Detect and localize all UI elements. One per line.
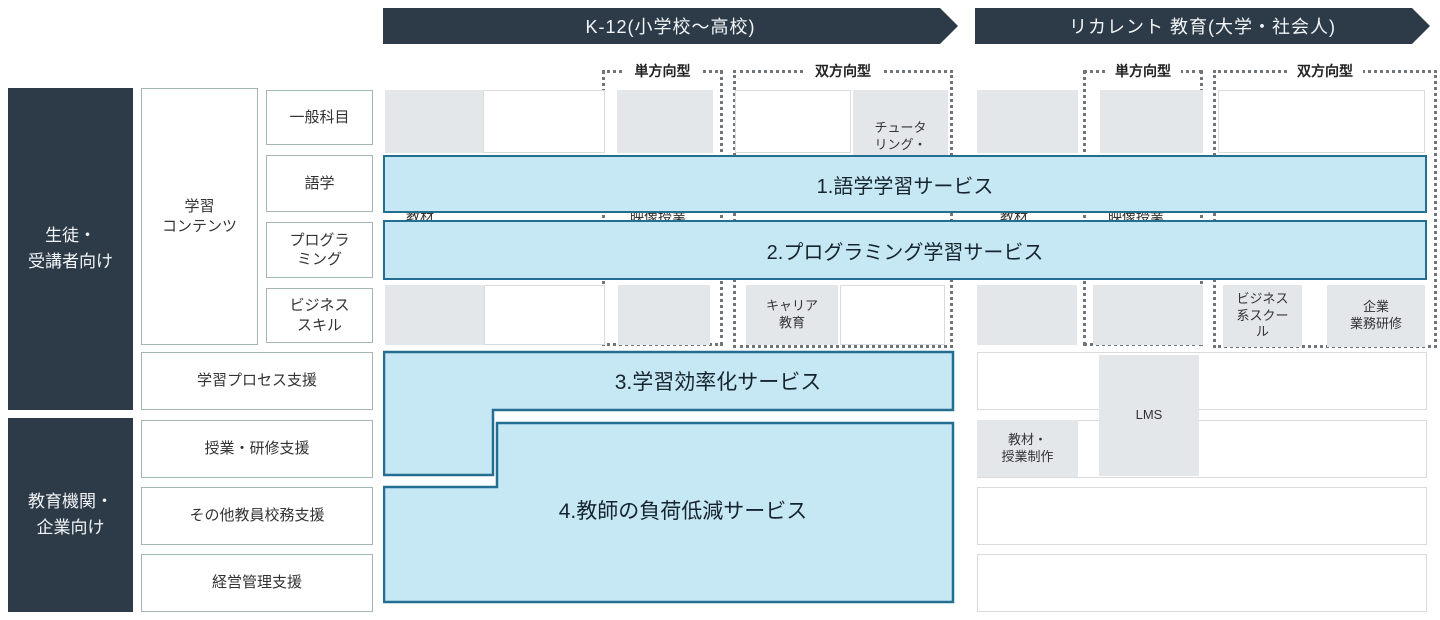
service-band-programming-learning: 2.プログラミング学習サービス bbox=[383, 220, 1427, 280]
segment-tutoring-label: チュータ リング・ bbox=[874, 120, 927, 153]
cell-k12-general-twoway-white bbox=[735, 90, 851, 153]
category-language-label: 語学 bbox=[304, 174, 335, 192]
category-general-subjects-label: 一般科目 bbox=[289, 108, 350, 126]
group-label-recurrent-two-way: 双方向型 bbox=[1287, 61, 1363, 81]
cell-k12-bizskill-gray-1 bbox=[385, 285, 484, 345]
category-programming: プログラ ミング bbox=[266, 222, 373, 278]
banner-k12-label: K-12(小学校〜高校) bbox=[585, 17, 756, 37]
banner-recurrent-label: リカレント 教育(大学・社会人) bbox=[1069, 17, 1336, 37]
category-other-faculty-support: その他教員校務支援 bbox=[141, 487, 373, 545]
category-programming-label: プログラ ミング bbox=[289, 231, 350, 269]
segment-career-education: キャリア 教育 bbox=[746, 285, 838, 345]
service-band-language-learning-label: 1.語学学習サービス bbox=[816, 175, 994, 198]
cell-k12-bizskill-white-2 bbox=[840, 285, 945, 345]
segment-career-education-label: キャリア 教育 bbox=[765, 298, 818, 330]
segment-corporate-training: 企業 業務研修 bbox=[1327, 285, 1425, 347]
cell-rec-faculty-white bbox=[977, 487, 1427, 545]
category-learning-process-support-label: 学習プロセス支援 bbox=[196, 372, 317, 390]
cell-k12-general-gray-1 bbox=[385, 90, 483, 153]
group-label-recurrent-one-way: 単方向型 bbox=[1105, 61, 1181, 81]
cell-rec-bizskill-oneway-gray bbox=[1093, 285, 1203, 345]
cell-rec-management-white bbox=[977, 554, 1427, 612]
audience-institutions: 教育機関・ 企業向け bbox=[8, 418, 133, 612]
audience-institutions-label: 教育機関・ 企業向け bbox=[28, 491, 113, 537]
clipped-fragment-recurrent-materials: 教材 bbox=[1000, 212, 1028, 220]
service-band-learning-efficiency: 3.学習効率化サービス bbox=[383, 350, 955, 477]
cell-rec-general-oneway-gray bbox=[1100, 90, 1203, 153]
service-band-programming-learning-label: 2.プログラミング学習サービス bbox=[766, 241, 1044, 264]
service-band-teacher-load-reduction-label: 4.教師の負荷低減サービス bbox=[559, 500, 808, 523]
category-general-subjects: 一般科目 bbox=[266, 90, 373, 145]
category-other-faculty-support-label: その他教員校務支援 bbox=[189, 507, 325, 525]
segment-business-school-label: ビジネス 系スクー ル bbox=[1236, 290, 1289, 340]
category-business-skills-label: ビジネス スキル bbox=[289, 297, 350, 334]
group-label-k12-one-way: 単方向型 bbox=[624, 61, 701, 81]
audience-students: 生徒・ 受講者向け bbox=[8, 88, 133, 410]
banner-recurrent: リカレント 教育(大学・社会人) bbox=[975, 8, 1430, 44]
clipped-fragment-k12-video: 映像授業 bbox=[630, 212, 686, 220]
cell-rec-process-white bbox=[977, 352, 1427, 410]
segment-materials-production: 教材・ 授業制作 bbox=[977, 420, 1078, 477]
cell-rec-general-gray-1 bbox=[977, 90, 1078, 153]
service-band-teacher-load-reduction: 4.教師の負荷低減サービス bbox=[383, 421, 955, 604]
category-management-support: 経営管理支援 bbox=[141, 554, 373, 612]
category-class-training-support: 授業・研修支援 bbox=[141, 420, 373, 478]
category-class-training-support-label: 授業・研修支援 bbox=[204, 440, 310, 458]
cell-k12-bizskill-white-1 bbox=[484, 285, 605, 345]
category-business-skills: ビジネス スキル bbox=[266, 288, 373, 343]
segment-lms: LMS bbox=[1099, 355, 1199, 476]
category-learning-content: 学習 コンテンツ bbox=[141, 88, 258, 345]
cell-k12-general-oneway-gray bbox=[617, 90, 713, 153]
segment-lms-label: LMS bbox=[1135, 407, 1163, 423]
segment-tutoring: チュータ リング・ bbox=[853, 90, 948, 155]
service-band-learning-efficiency-label: 3.学習効率化サービス bbox=[615, 371, 822, 394]
group-label-k12-two-way: 双方向型 bbox=[805, 61, 881, 81]
category-learning-process-support: 学習プロセス支援 bbox=[141, 352, 373, 410]
clipped-fragment-recurrent-video: 映像授業 bbox=[1108, 212, 1164, 220]
category-language: 語学 bbox=[266, 155, 373, 212]
category-learning-content-label: 学習 コンテンツ bbox=[161, 198, 237, 235]
clipped-fragment-k12-materials: 教材 bbox=[406, 212, 434, 220]
audience-students-label: 生徒・ 受講者向け bbox=[28, 225, 113, 271]
category-management-support-label: 経営管理支援 bbox=[211, 574, 302, 592]
cell-rec-general-twoway-white bbox=[1218, 90, 1425, 153]
service-band-language-learning: 1.語学学習サービス bbox=[383, 155, 1427, 213]
segment-corporate-training-label: 企業 業務研修 bbox=[1349, 299, 1402, 331]
segment-business-school: ビジネス 系スクー ル bbox=[1223, 285, 1302, 347]
cell-k12-bizskill-oneway-gray bbox=[618, 285, 710, 345]
service-band-learning-efficiency-shape bbox=[383, 350, 955, 477]
banner-k12: K-12(小学校〜高校) bbox=[383, 8, 958, 44]
segment-materials-production-label: 教材・ 授業制作 bbox=[1001, 431, 1054, 464]
cell-rec-bizskill-gray-1 bbox=[977, 285, 1077, 345]
cell-k12-general-white-1 bbox=[483, 90, 605, 153]
service-band-teacher-load-reduction-shape bbox=[383, 421, 955, 604]
